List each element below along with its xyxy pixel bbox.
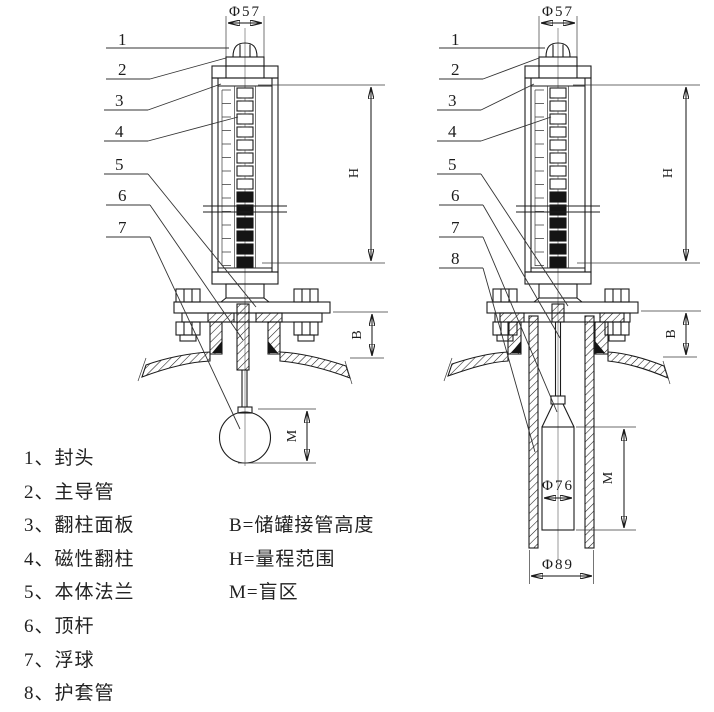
right-callouts: 1 2 3 4 5 6 7 8 bbox=[437, 30, 569, 453]
left-weld-mark-left bbox=[212, 341, 222, 353]
right-float-cylinder bbox=[541, 403, 575, 531]
right-reducer bbox=[533, 283, 583, 303]
legend-item-2-name: 主导管 bbox=[54, 481, 115, 503]
left-gauge-view: Φ57 bbox=[104, 4, 388, 466]
left-dim-nozzle-height-label: B bbox=[350, 330, 365, 339]
right-callout-2: 2 bbox=[451, 60, 460, 79]
right-dim-nozzle-height-label: B bbox=[664, 329, 679, 338]
legend-item-8: 8、护套管 bbox=[24, 677, 135, 711]
left-dim-top-diameter-label: Φ57 bbox=[229, 4, 261, 20]
legend-item-1-name: 封头 bbox=[54, 448, 95, 469]
left-weld-mark-right bbox=[268, 341, 278, 353]
right-dim-range: H bbox=[573, 84, 700, 264]
right-gauge-view: Φ57 bbox=[437, 4, 701, 584]
legend-item-3-num: 3、 bbox=[24, 515, 55, 537]
legend-item-3-name: 翻柱面板 bbox=[54, 515, 135, 537]
left-top-rod bbox=[236, 303, 253, 414]
left-clamp-band bbox=[203, 205, 287, 213]
left-flap-column bbox=[236, 87, 254, 268]
legend-item-1-num: 1、 bbox=[24, 448, 55, 469]
left-dim-range: H bbox=[258, 84, 385, 264]
legend-item-2-num: 2、 bbox=[24, 481, 55, 503]
right-dim-top-diameter: Φ57 bbox=[538, 4, 578, 63]
left-callouts: 1 2 3 4 5 6 7 bbox=[104, 30, 257, 430]
left-dim-top-diameter: Φ57 bbox=[225, 4, 265, 63]
right-clamp-band bbox=[516, 205, 600, 213]
parts-legend: 1、封头 2、主导管 3、翻柱面板 4、磁性翻柱 5、本体法兰 6、顶杆 7、浮… bbox=[24, 442, 135, 711]
left-callout-3: 3 bbox=[115, 91, 124, 110]
right-dim-blind-zone-label: M bbox=[601, 471, 616, 484]
legend-item-7-name: 浮球 bbox=[54, 649, 95, 671]
left-dim-blind-zone-label: M bbox=[285, 429, 300, 442]
right-dim-range-label: H bbox=[661, 168, 676, 178]
legend-item-8-name: 护套管 bbox=[54, 683, 115, 705]
note-h: H=量程范围 bbox=[229, 548, 336, 570]
legend-item-1: 1、封头 bbox=[24, 442, 135, 476]
right-dim-blind-zone: M bbox=[576, 426, 636, 531]
right-flap-column bbox=[549, 87, 567, 268]
right-callout-8: 8 bbox=[451, 249, 460, 268]
right-top-rod bbox=[550, 303, 566, 405]
right-sleeve-tube bbox=[528, 315, 595, 549]
left-callout-1: 1 bbox=[118, 30, 127, 49]
dimension-notes: B=储罐接管高度 H=量程范围 M=盲区 bbox=[229, 509, 374, 610]
right-callout-5: 5 bbox=[448, 155, 457, 174]
left-dim-nozzle-height: B bbox=[333, 311, 388, 359]
right-dim-float-diameter: Φ76 bbox=[542, 478, 574, 498]
left-callout-5: 5 bbox=[115, 155, 124, 174]
legend-item-6-num: 6、 bbox=[24, 615, 55, 637]
left-dim-range-label: H bbox=[347, 168, 362, 178]
right-callout-3: 3 bbox=[448, 91, 457, 110]
left-callout-4: 4 bbox=[115, 122, 124, 141]
right-dim-sleeve-diameter-label: Φ89 bbox=[542, 557, 574, 573]
right-callout-4: 4 bbox=[448, 122, 457, 141]
legend-item-6-name: 顶杆 bbox=[54, 615, 95, 637]
legend-item-2: 2、主导管 bbox=[24, 476, 135, 510]
right-dim-float-diameter-label: Φ76 bbox=[542, 478, 574, 494]
left-flange-bolt-left bbox=[175, 288, 201, 342]
left-callout-6: 6 bbox=[118, 186, 127, 205]
left-dim-blind-zone: M bbox=[238, 408, 316, 464]
right-callout-1: 1 bbox=[451, 30, 460, 49]
legend-item-8-num: 8、 bbox=[24, 683, 55, 705]
legend-item-5-name: 本体法兰 bbox=[54, 582, 135, 604]
left-body-flange bbox=[173, 301, 331, 323]
legend-item-5-num: 5、 bbox=[24, 582, 55, 604]
left-callout-7: 7 bbox=[118, 218, 127, 237]
left-reducer bbox=[220, 283, 270, 303]
right-weld-mark-left bbox=[511, 341, 521, 353]
right-dim-sleeve-diameter: Φ89 bbox=[529, 550, 594, 584]
legend-item-5: 5、本体法兰 bbox=[24, 576, 135, 610]
left-callout-2: 2 bbox=[118, 60, 127, 79]
left-tank-nozzle bbox=[137, 321, 353, 385]
left-flange-bolt-right bbox=[293, 288, 319, 342]
note-m: M=盲区 bbox=[229, 582, 299, 604]
legend-item-4-name: 磁性翻柱 bbox=[54, 548, 135, 570]
note-b: B=储罐接管高度 bbox=[229, 515, 375, 536]
right-dim-top-diameter-label: Φ57 bbox=[542, 4, 574, 20]
legend-item-7-num: 7、 bbox=[24, 649, 55, 671]
right-cap bbox=[545, 42, 571, 58]
legend-item-7: 7、浮球 bbox=[24, 644, 135, 678]
legend-item-4: 4、磁性翻柱 bbox=[24, 543, 135, 577]
right-callout-7: 7 bbox=[451, 218, 460, 237]
right-tank-nozzle bbox=[443, 321, 671, 385]
legend-item-6: 6、顶杆 bbox=[24, 610, 135, 644]
right-weld-mark-right bbox=[595, 341, 605, 353]
right-flange-bolt-right bbox=[604, 288, 630, 342]
left-cap bbox=[232, 42, 258, 58]
right-dim-nozzle-height: B bbox=[641, 310, 701, 358]
legend-item-3: 3、翻柱面板 bbox=[24, 509, 135, 543]
right-callout-6: 6 bbox=[451, 186, 460, 205]
legend-item-4-num: 4、 bbox=[24, 548, 55, 570]
